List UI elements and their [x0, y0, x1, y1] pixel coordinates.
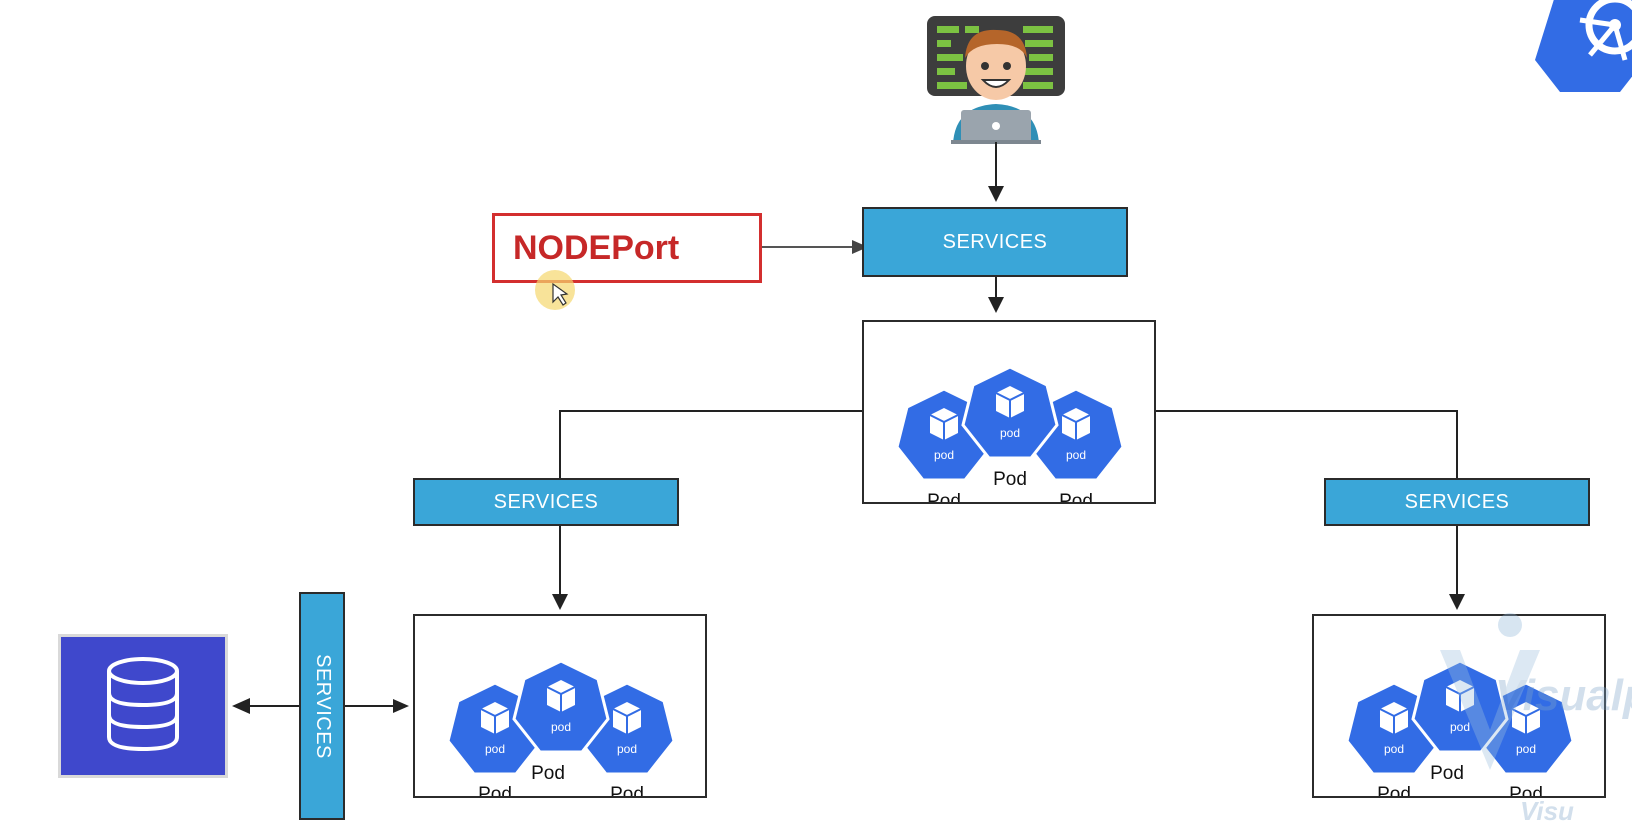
- nodeport-text: NODEPort: [513, 228, 680, 267]
- pod-label: Pod: [610, 784, 644, 796]
- pod-cluster: pod pod pod Pod Pod Pod: [446, 659, 676, 796]
- services-label: SERVICES: [311, 653, 334, 759]
- services-box-left: SERVICES: [413, 478, 679, 526]
- pod-label: Pod: [1059, 491, 1093, 502]
- nodeport-label: NODEPort: [492, 213, 762, 283]
- pod-icon-text: pod: [1450, 720, 1470, 734]
- arrow-head: [988, 186, 1004, 202]
- pod-icon-text: pod: [1516, 742, 1536, 756]
- pod-group-right: pod pod pod Pod Pod Pod: [1312, 614, 1606, 798]
- watermark-subtext: Visu: [1520, 796, 1574, 826]
- watermark-text: Visualpath: [1495, 671, 1632, 720]
- pod-label: Pod: [927, 491, 961, 502]
- mouse-cursor-icon: [535, 270, 575, 310]
- pod-icon: pod: [512, 659, 610, 754]
- connector-left-services-pods: [559, 526, 561, 596]
- pod-label: Pod: [1377, 784, 1411, 796]
- pod-label: Pod: [531, 763, 565, 784]
- pod-group-left: pod pod pod Pod Pod Pod: [413, 614, 707, 798]
- pod-group-center: pod pod pod Pod Pod Pod: [862, 320, 1156, 504]
- pod-icon: pod: [961, 365, 1059, 460]
- services-label: SERVICES: [942, 230, 1048, 253]
- connector-center-left: [559, 410, 862, 412]
- kubernetes-logo-icon: [1535, 0, 1632, 92]
- services-box-right: SERVICES: [1324, 478, 1590, 526]
- pod-cluster: pod pod pod Pod Pod Pod: [895, 365, 1125, 502]
- database-box: [58, 634, 228, 778]
- pod-label: Pod: [478, 784, 512, 796]
- arrow-head: [988, 297, 1004, 313]
- pod-label: Pod: [1430, 763, 1464, 784]
- services-box-top: SERVICES: [862, 207, 1128, 277]
- pod-icon-text: pod: [485, 742, 505, 756]
- arrow-head: [393, 699, 409, 713]
- connector-center-right-down: [1456, 410, 1458, 478]
- connector-center-left-down: [559, 410, 561, 478]
- pod-cluster: pod pod pod Pod Pod Pod: [1345, 659, 1575, 796]
- connector-services-left-pods: [345, 705, 393, 707]
- pod-icon-text: pod: [551, 720, 571, 734]
- services-box-vertical: SERVICES: [299, 592, 345, 820]
- arrow-head: [552, 594, 568, 610]
- services-label: SERVICES: [1404, 490, 1510, 513]
- connector-center-right: [1156, 410, 1458, 412]
- pod-icon-text: pod: [617, 742, 637, 756]
- pod-icon-text: pod: [934, 448, 954, 462]
- database-icon: [107, 657, 179, 752]
- arrow-head: [232, 698, 250, 714]
- pod-icon: pod: [446, 681, 544, 776]
- connector-services-database: [246, 705, 299, 707]
- pod-icon-text: pod: [1384, 742, 1404, 756]
- connector-right-services-pods: [1456, 526, 1458, 596]
- user-developer-icon: [927, 16, 1065, 144]
- pod-icon: pod: [1411, 659, 1509, 754]
- watermark-logo: Visualpath Visu: [1440, 613, 1632, 826]
- connector-services-pods: [995, 277, 997, 299]
- pod-icon-text: pod: [1000, 426, 1020, 440]
- pod-icon-text: pod: [1066, 448, 1086, 462]
- connector-nodeport-services: [762, 246, 862, 248]
- connector-user-services: [995, 142, 997, 188]
- pod-label: Pod: [993, 469, 1027, 490]
- pod-label: Pod: [1509, 784, 1543, 796]
- arrow-head: [1449, 594, 1465, 610]
- services-label: SERVICES: [493, 490, 599, 513]
